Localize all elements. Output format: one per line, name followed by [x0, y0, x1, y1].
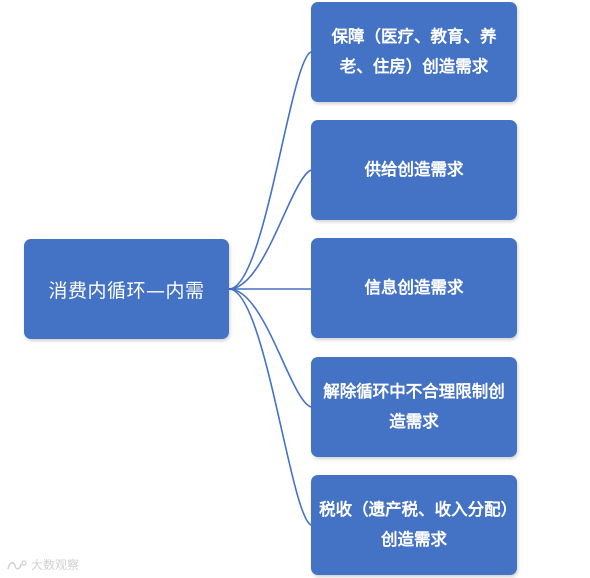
child-node-label: 解除循环中不合理限制创造需求: [323, 382, 505, 431]
child-node-taxation: 税收（遗产税、收入分配）创造需求: [311, 475, 517, 575]
watermark: 大数观察: [6, 556, 79, 573]
connector-line: [228, 288, 312, 526]
child-node-security: 保障（医疗、教育、养老、住房）创造需求: [311, 2, 517, 102]
logo-mark-icon: [7, 559, 27, 569]
connector-line: [228, 51, 312, 290]
child-node-label: 保障（医疗、教育、养老、住房）创造需求: [331, 27, 497, 76]
root-node-consumption-internal-demand: 消费内循环—内需: [24, 239, 229, 339]
child-node-information: 信息创造需求: [311, 238, 517, 338]
child-node-supply: 供给创造需求: [311, 120, 517, 220]
connector-line: [228, 169, 312, 290]
child-node-remove-restrictions: 解除循环中不合理限制创造需求: [311, 357, 517, 457]
root-node-label: 消费内循环—内需: [48, 279, 205, 302]
child-node-label: 信息创造需求: [364, 278, 464, 297]
connector-line: [228, 288, 312, 408]
child-node-label: 供给创造需求: [364, 160, 464, 179]
watermark-text: 大数观察: [31, 558, 80, 572]
child-node-label: 税收（遗产税、收入分配）创造需求: [319, 500, 509, 549]
